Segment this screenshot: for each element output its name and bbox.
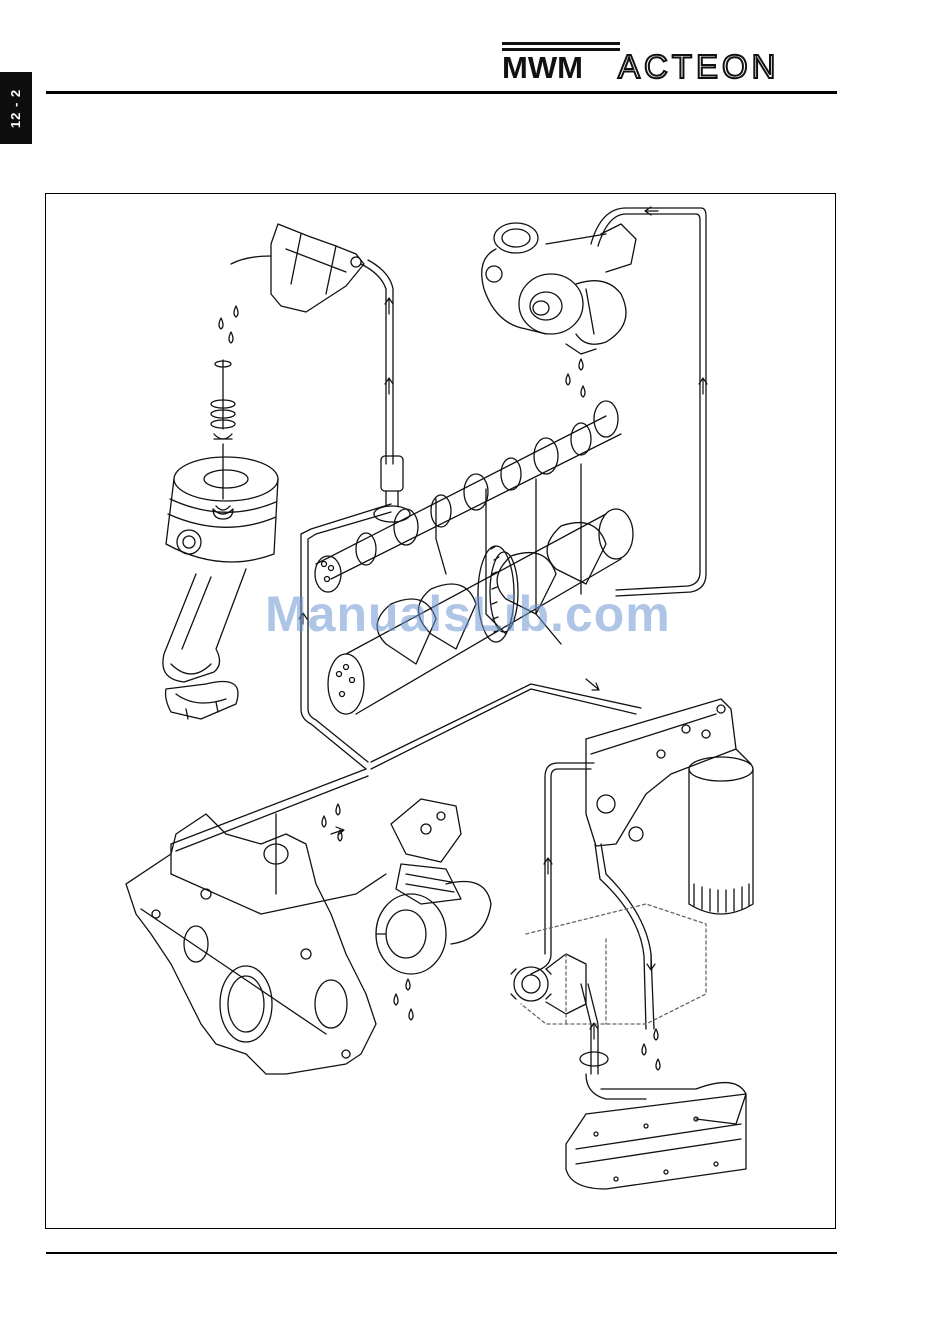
suction-pipe [580, 1052, 746, 1124]
lubrication-diagram-frame [45, 193, 836, 1229]
bearing-shells [166, 682, 238, 720]
flow-arrows [299, 207, 707, 1039]
mwm-acteon-logo: MWM ACTEON [500, 40, 840, 82]
air-compressor [376, 799, 491, 974]
oil-line-rocker [361, 260, 393, 464]
page-number-tab: 12 - 2 [0, 72, 32, 144]
header-rule [46, 91, 837, 94]
footer-rule [46, 1252, 837, 1254]
valve [211, 360, 235, 519]
camshaft [315, 401, 621, 592]
oil-filter-module [586, 699, 753, 914]
oil-pan [566, 1094, 746, 1189]
oil-line-timing-housing [171, 769, 386, 914]
lubrication-diagram [46, 194, 836, 1229]
oil-fitting [374, 456, 410, 522]
rocker-arm [231, 224, 364, 312]
oil-main-gallery [301, 504, 641, 769]
oil-line-filter-pump [531, 763, 654, 1074]
logo-light-text: ACTEON [618, 48, 780, 82]
turbocharger [482, 223, 636, 354]
engine-block-outline [521, 904, 706, 1024]
page-number: 12 - 2 [9, 88, 24, 127]
logo-bold-text: MWM [502, 50, 583, 82]
oil-line-turbo [591, 208, 706, 596]
timing-housing [126, 814, 376, 1074]
piston-conrod [163, 457, 278, 682]
